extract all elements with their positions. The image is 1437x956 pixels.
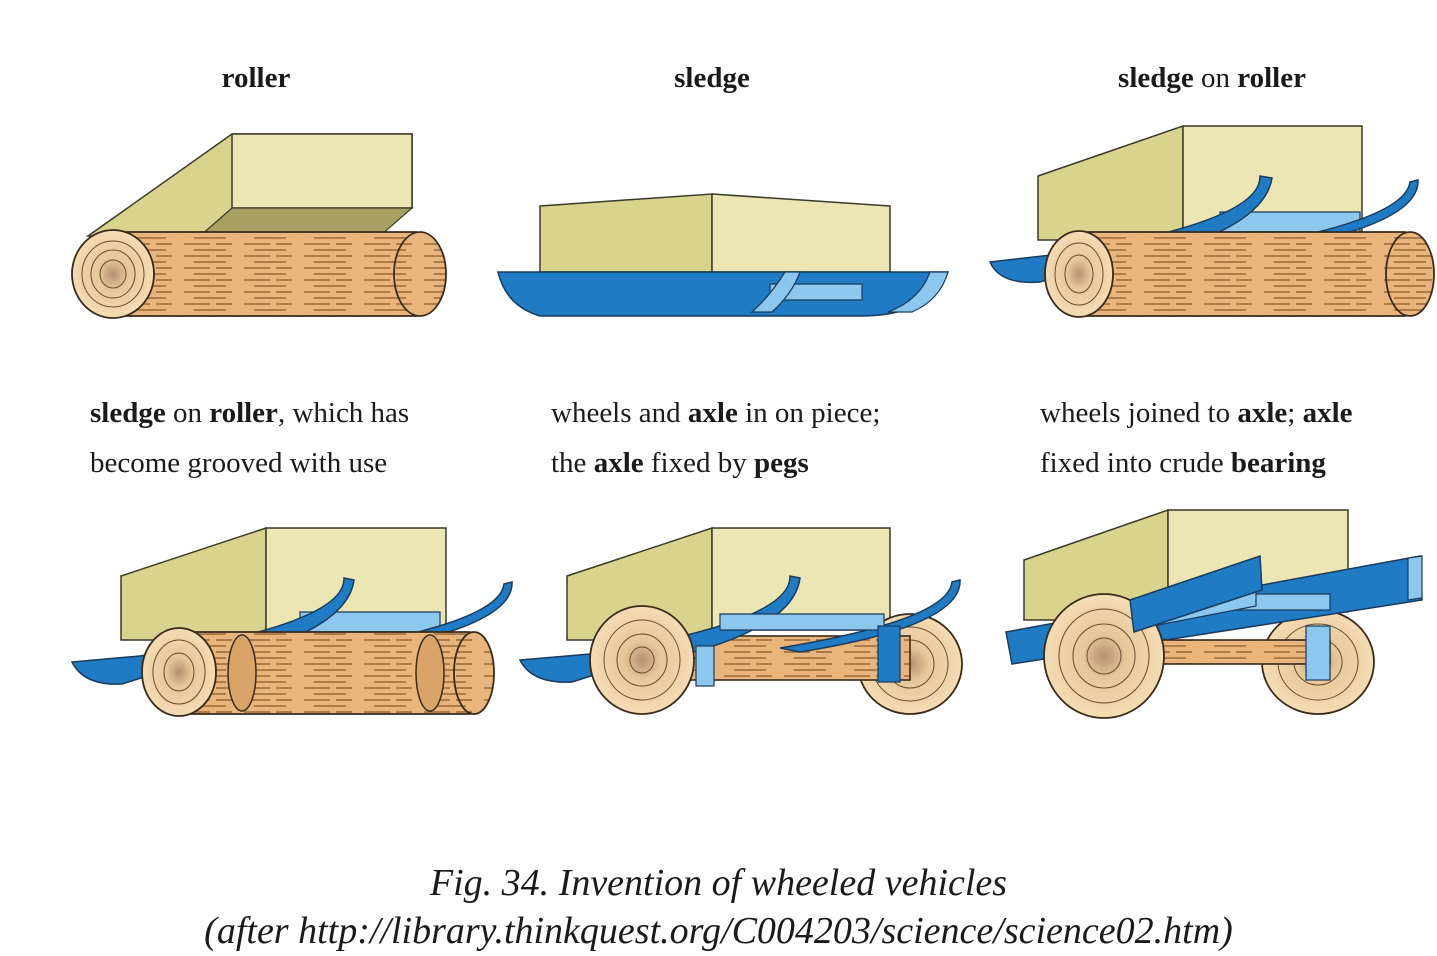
- label-one-piece-line1: wheels and axle in on piece;: [551, 397, 881, 429]
- vehicle-illustrations: [70, 124, 1435, 719]
- label-one-piece-line2: the axle fixed by pegs: [551, 447, 809, 479]
- roller-figure: [71, 133, 447, 319]
- label-bearing-line1: wheels joined to axle; axle: [1040, 397, 1353, 429]
- label-sledge: sledge: [674, 62, 750, 94]
- figure-source: (after http://library.thinkquest.org/C00…: [204, 910, 1233, 952]
- peg: [877, 625, 901, 683]
- label-grooved-line2: become grooved with use: [90, 447, 388, 479]
- sledge-figure: [497, 193, 950, 317]
- box-front: [231, 133, 413, 209]
- bearing-figure: [1005, 508, 1423, 719]
- peg: [695, 645, 715, 687]
- label-roller: roller: [221, 62, 291, 94]
- runner: [497, 271, 950, 317]
- grooved-roller-figure: [70, 526, 513, 717]
- box-side: [711, 193, 891, 273]
- label-grooved-line1: sledge on roller, which has: [90, 397, 410, 429]
- figure-caption: Fig. 34. Invention of wheeled vehicles: [429, 862, 1008, 904]
- sledge-on-roller-figure: [988, 124, 1435, 318]
- log-right-end: [393, 231, 447, 317]
- log-body: [111, 231, 423, 317]
- box-front: [539, 193, 713, 273]
- label-bearing-line2: fixed into crude bearing: [1040, 447, 1326, 479]
- log-end: [71, 229, 155, 319]
- one-piece-figure: [518, 526, 963, 715]
- bearing-block: [1305, 625, 1331, 681]
- label-sledge-on-roller: sledge on roller: [1118, 62, 1306, 94]
